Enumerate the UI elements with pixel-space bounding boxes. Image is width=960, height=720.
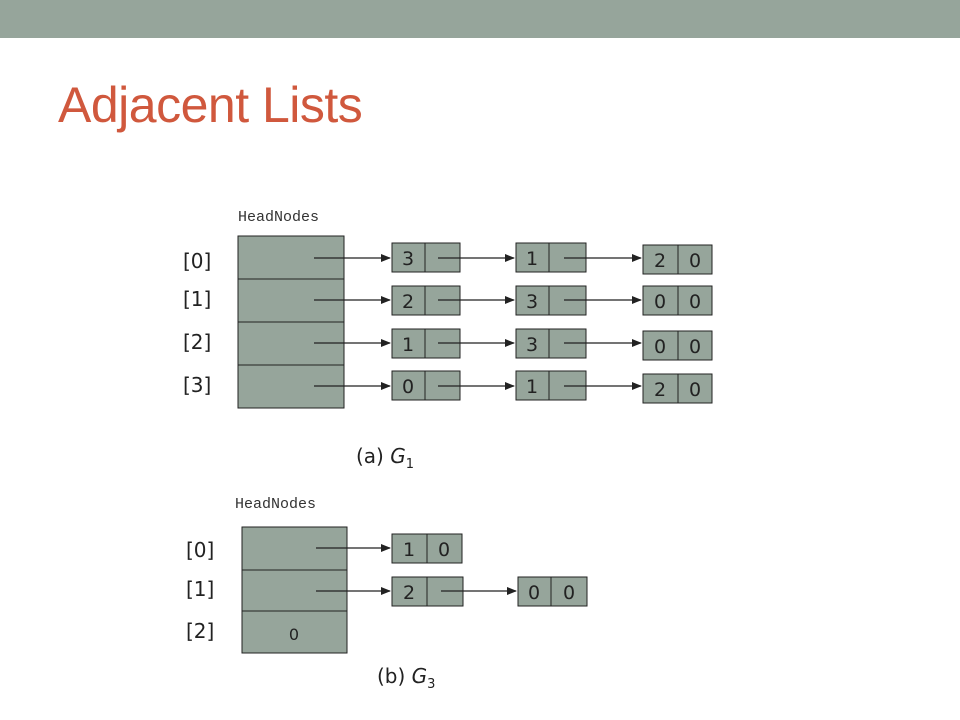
- headnodes-label-a: HeadNodes: [238, 209, 319, 226]
- graph-b: HeadNodes [0] [1] [2] 0 1 0 2 0 0 (b) G3: [186, 496, 588, 692]
- top-bar: [0, 0, 960, 38]
- null-link-value: 0: [563, 582, 575, 604]
- list-node-a-1-2-data: [642, 285, 679, 316]
- node-value: 1: [403, 539, 415, 561]
- node-value: 2: [654, 379, 666, 401]
- list-node-a-3-2-link: [677, 373, 713, 404]
- list-node-a-2-2-link: [677, 330, 713, 361]
- node-value: 2: [654, 250, 666, 272]
- list-node-b-1-1-data: [517, 576, 552, 607]
- list-node-a-1-0-data: [391, 285, 426, 316]
- node-value: 1: [402, 334, 414, 356]
- head-node-b-2: [241, 610, 348, 654]
- headnodes-label-b: HeadNodes: [235, 496, 316, 513]
- list-node-b-0-0-link: [426, 533, 463, 564]
- node-value: 0: [528, 582, 540, 604]
- node-value: 3: [402, 248, 414, 270]
- graph-a: HeadNodes [0] [1] [2] [3] 3 1 2 0 2 3: [183, 209, 713, 472]
- null-link-value: 0: [689, 379, 701, 401]
- list-node-a-0-0-data: [391, 242, 426, 273]
- index-label-a-3: [3]: [183, 373, 211, 397]
- node-value: 0: [654, 336, 666, 358]
- null-link-value: 0: [438, 539, 450, 561]
- caption-a-prefix: (a): [356, 444, 390, 468]
- index-label-b-0: [0]: [186, 538, 214, 562]
- slide-title: Adjacent Lists: [58, 77, 363, 133]
- index-label-a-2: [2]: [183, 330, 211, 354]
- index-label-b-1: [1]: [186, 577, 214, 601]
- list-node-a-0-2-data: [642, 244, 679, 275]
- caption-a-sub: 1: [406, 457, 414, 472]
- node-value: 1: [526, 376, 538, 398]
- list-node-a-3-2-data: [642, 373, 679, 404]
- list-node-b-0-0-data: [391, 533, 428, 564]
- caption-b-sub: 3: [427, 677, 435, 692]
- caption-b: (b) G3: [377, 664, 435, 692]
- node-value: 3: [526, 291, 538, 313]
- node-value: 0: [654, 291, 666, 313]
- node-value: 0: [402, 376, 414, 398]
- node-value: 2: [402, 291, 414, 313]
- list-node-a-3-0-data: [391, 370, 426, 401]
- null-link-value: 0: [689, 250, 701, 272]
- caption-a: (a) G1: [356, 444, 414, 472]
- head-null-value: 0: [289, 625, 299, 644]
- list-node-a-1-2-link: [677, 285, 713, 316]
- list-node-b-1-1-link: [550, 576, 588, 607]
- index-label-a-1: [1]: [183, 287, 211, 311]
- node-value: 2: [403, 582, 415, 604]
- list-node-a-2-0-data: [391, 328, 426, 359]
- null-link-value: 0: [689, 336, 701, 358]
- caption-b-prefix: (b): [377, 664, 412, 688]
- caption-a-var: G: [390, 444, 406, 468]
- node-value: 1: [526, 248, 538, 270]
- list-node-a-2-2-data: [642, 330, 679, 361]
- null-link-value: 0: [689, 291, 701, 313]
- list-node-a-1-1-data: [515, 285, 550, 316]
- index-label-a-0: [0]: [183, 249, 211, 273]
- list-node-b-1-0-data: [391, 576, 428, 607]
- list-node-a-0-2-link: [677, 244, 713, 275]
- list-node-a-3-1-data: [515, 370, 550, 401]
- index-label-b-2: [2]: [186, 619, 214, 643]
- node-value: 3: [526, 334, 538, 356]
- list-node-a-0-1-data: [515, 242, 550, 273]
- caption-b-var: G: [412, 664, 428, 688]
